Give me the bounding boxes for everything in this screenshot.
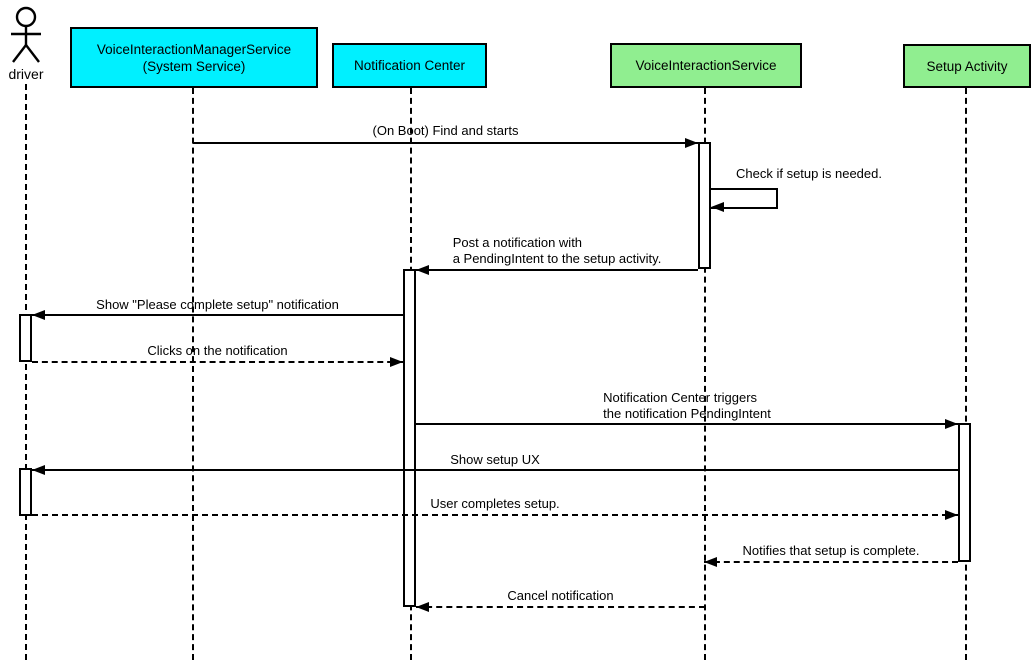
activation-driver-1 (19, 314, 32, 362)
activation-notification-center (403, 269, 416, 607)
message-check-setup-arrowhead-icon (711, 202, 724, 212)
participant-label: VoiceInteractionService (635, 58, 777, 73)
lifeline-voiceinteractionservice (704, 88, 706, 660)
participant-notification-center: Notification Center (332, 43, 487, 88)
actor-icon (11, 6, 41, 63)
activation-setup-activity (958, 423, 971, 562)
participant-label: VoiceInteractionManagerService (96, 41, 292, 57)
message-trigger-pendingintent-line (416, 423, 958, 425)
activation-driver-2 (19, 468, 32, 516)
message-on-boot-arrowhead-icon (685, 138, 698, 148)
message-on-boot-line (193, 142, 698, 144)
message-notifies-complete-label: Notifies that setup is complete. (742, 543, 920, 558)
message-trigger-pendingintent-label: Notification Center triggers the notific… (603, 390, 771, 421)
message-user-completes-setup-line (32, 514, 958, 516)
message-check-setup-label: Check if setup is needed. (736, 166, 882, 181)
message-user-completes-setup-arrowhead-icon (945, 510, 958, 520)
participant-setup-activity: Setup Activity (903, 44, 1031, 88)
actor-label: driver (8, 66, 44, 82)
message-show-setup-ux-arrowhead-icon (32, 465, 45, 475)
message-show-setup-ux-label: Show setup UX (450, 452, 540, 467)
message-show-notification-line (32, 314, 403, 316)
lifeline-voiceinteractionmanagerservice (192, 88, 194, 660)
participant-label: Notification Center (353, 58, 466, 73)
message-clicks-notification-line (32, 361, 403, 363)
message-show-setup-ux-line (32, 469, 958, 471)
message-show-notification-arrowhead-icon (32, 310, 45, 320)
message-notifies-complete-line (704, 561, 958, 563)
message-cancel-notification-arrowhead-icon (416, 602, 429, 612)
activation-voiceinteractionservice (698, 142, 711, 269)
message-cancel-notification-label: Cancel notification (507, 588, 614, 603)
lifeline-setup-activity (965, 88, 967, 660)
message-show-notification-label: Show "Please complete setup" notificatio… (96, 297, 339, 312)
message-user-completes-setup-label: User completes setup. (430, 496, 560, 511)
message-clicks-notification-arrowhead-icon (390, 357, 403, 367)
message-post-notification-label: Post a notification with a PendingIntent… (452, 235, 662, 266)
message-clicks-notification-label: Clicks on the notification (147, 343, 288, 358)
participant-voiceinteractionservice: VoiceInteractionService (610, 43, 802, 88)
message-check-setup-line (711, 188, 778, 209)
message-on-boot-label: (On Boot) Find and starts (372, 123, 519, 138)
participant-sublabel: (System Service) (142, 58, 246, 74)
lifeline-driver (25, 84, 27, 660)
participant-label: Setup Activity (926, 58, 1008, 74)
message-post-notification-line (416, 269, 698, 271)
message-trigger-pendingintent-arrowhead-icon (945, 419, 958, 429)
message-post-notification-arrowhead-icon (416, 265, 429, 275)
participant-voiceinteractionmanagerservice: VoiceInteractionManagerService (System S… (70, 27, 318, 88)
message-notifies-complete-arrowhead-icon (704, 557, 717, 567)
message-cancel-notification-line (416, 606, 705, 608)
